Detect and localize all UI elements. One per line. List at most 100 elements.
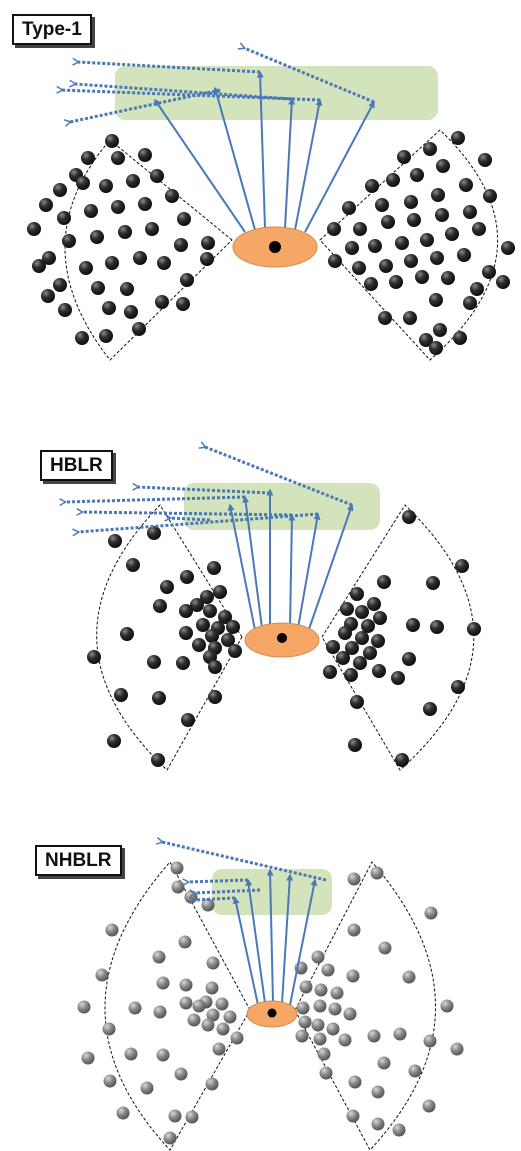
particle: [404, 195, 418, 209]
particle: [118, 225, 132, 239]
particle: [367, 597, 381, 611]
particle: [338, 626, 352, 640]
particle: [111, 151, 125, 165]
particle: [212, 1042, 226, 1056]
particle: [41, 289, 55, 303]
particle: [350, 695, 364, 709]
particle: [77, 1000, 91, 1014]
particle: [326, 640, 340, 654]
particle: [174, 238, 188, 252]
particle: [126, 558, 140, 572]
particle: [344, 668, 358, 682]
particle: [152, 950, 166, 964]
particle: [373, 611, 387, 625]
cone-outlines: [96, 504, 475, 771]
particle: [99, 179, 113, 193]
particle: [410, 168, 424, 182]
particle: [132, 322, 146, 336]
panel-hblr: [65, 447, 481, 771]
particle: [430, 620, 444, 634]
particle: [397, 150, 411, 164]
cone-outlines: [64, 129, 498, 361]
particle: [145, 222, 159, 236]
particle: [102, 301, 116, 315]
particle: [426, 576, 440, 590]
particle: [364, 277, 378, 291]
particle: [114, 688, 128, 702]
particle: [343, 1007, 357, 1021]
particle: [216, 1022, 230, 1036]
particle: [221, 633, 235, 647]
particle: [340, 602, 354, 616]
particle: [328, 254, 342, 268]
particle: [180, 273, 194, 287]
particle: [496, 275, 510, 289]
particle: [319, 1066, 333, 1080]
particle: [179, 626, 193, 640]
particle: [213, 585, 227, 599]
dashed-arrows: [62, 48, 375, 122]
particle: [368, 239, 382, 253]
particle: [378, 311, 392, 325]
particle: [345, 241, 359, 255]
particle: [200, 590, 214, 604]
particle: [386, 173, 400, 187]
particle: [423, 1034, 437, 1048]
particle: [395, 753, 409, 767]
particle: [472, 222, 486, 236]
particle: [185, 1110, 199, 1124]
particle: [445, 227, 459, 241]
particle: [435, 208, 449, 222]
solid-arrows: [227, 488, 354, 633]
particle: [298, 1015, 312, 1029]
particle: [346, 969, 360, 983]
particle: [375, 198, 389, 212]
particle: [179, 978, 193, 992]
particle: [138, 197, 152, 211]
particle-cloud: [77, 861, 464, 1145]
particle: [170, 861, 184, 875]
particle: [367, 1029, 381, 1043]
particle: [105, 256, 119, 270]
particle: [81, 1051, 95, 1065]
particle: [371, 1085, 385, 1099]
particle: [423, 142, 437, 156]
panel-type-1: [27, 48, 515, 361]
panel-label-hblr: HBLR: [40, 450, 113, 481]
particle: [328, 1002, 342, 1016]
particle: [151, 753, 165, 767]
particle: [84, 204, 98, 218]
particle: [363, 646, 377, 660]
particle: [408, 1064, 422, 1078]
particle: [467, 622, 481, 636]
particle: [353, 222, 367, 236]
particle: [407, 213, 421, 227]
particle: [171, 880, 185, 894]
particle: [215, 997, 229, 1011]
particle: [128, 1001, 142, 1015]
particle: [436, 159, 450, 173]
particle: [377, 575, 391, 589]
particle: [392, 1123, 406, 1137]
particle: [463, 205, 477, 219]
particle: [347, 923, 361, 937]
particle: [327, 222, 341, 236]
particle: [32, 259, 46, 273]
particle: [365, 179, 379, 193]
particle: [180, 570, 194, 584]
particle: [105, 923, 119, 937]
particle: [206, 956, 220, 970]
particle: [201, 236, 215, 250]
particle: [177, 212, 191, 226]
particle: [393, 1027, 407, 1041]
particle: [459, 178, 473, 192]
particle: [168, 1109, 182, 1123]
central-dot: [277, 633, 287, 643]
particle: [470, 282, 484, 296]
particle: [311, 1018, 325, 1032]
particle: [422, 1099, 436, 1113]
particle: [321, 963, 335, 977]
particle: [190, 598, 204, 612]
particle: [429, 341, 443, 355]
particle: [90, 230, 104, 244]
